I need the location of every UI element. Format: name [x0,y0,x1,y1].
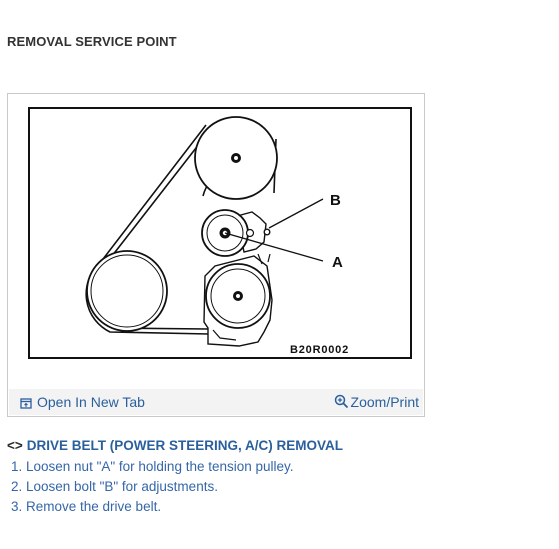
procedure-heading: <>DRIVE BELT (POWER STEERING, A/C) REMOV… [7,438,343,453]
zoom-icon [334,394,348,409]
procedure-steps: 1. Loosen nut "A" for holding the tensio… [11,459,294,519]
top-pulley [194,116,278,200]
figure-toolbar: Open In New Tab Zoom/Print [9,389,423,415]
bracket-bolt [263,228,271,236]
power-steering-pulley [205,263,271,329]
pump-housing-detail [212,253,271,341]
procedure-marker: <> [7,438,23,453]
adjusting-bolt [245,228,255,238]
new-tab-icon [20,398,32,409]
leader-line-a [224,232,324,262]
figure-frame: B A B20R0002 Open In New Tab Zoom/Print [7,93,425,417]
zoom-print-label: Zoom/Print [350,394,419,410]
zoom-print-link[interactable]: Zoom/Print [334,394,419,410]
section-title: REMOVAL SERVICE POINT [7,34,177,49]
procedure-step: 2. Loosen bolt "B" for adjustments. [11,479,218,494]
procedure-title: DRIVE BELT (POWER STEERING, A/C) REMOVAL [26,438,344,453]
label-a: A [332,254,343,271]
diagram-border [28,107,412,359]
procedure-step: 3. Remove the drive belt. [11,499,162,514]
procedure-step: 1. Loosen nut "A" for holding the tensio… [11,459,294,474]
figure-code: B20R0002 [290,344,349,356]
label-b: B [330,192,341,209]
crankshaft-pulley [86,250,168,332]
open-in-new-tab-link[interactable]: Open In New Tab [20,394,145,410]
open-in-new-tab-label: Open In New Tab [37,394,145,410]
leader-line-b [268,198,324,229]
drive-belt-diagram: B A B20R0002 [28,107,412,359]
